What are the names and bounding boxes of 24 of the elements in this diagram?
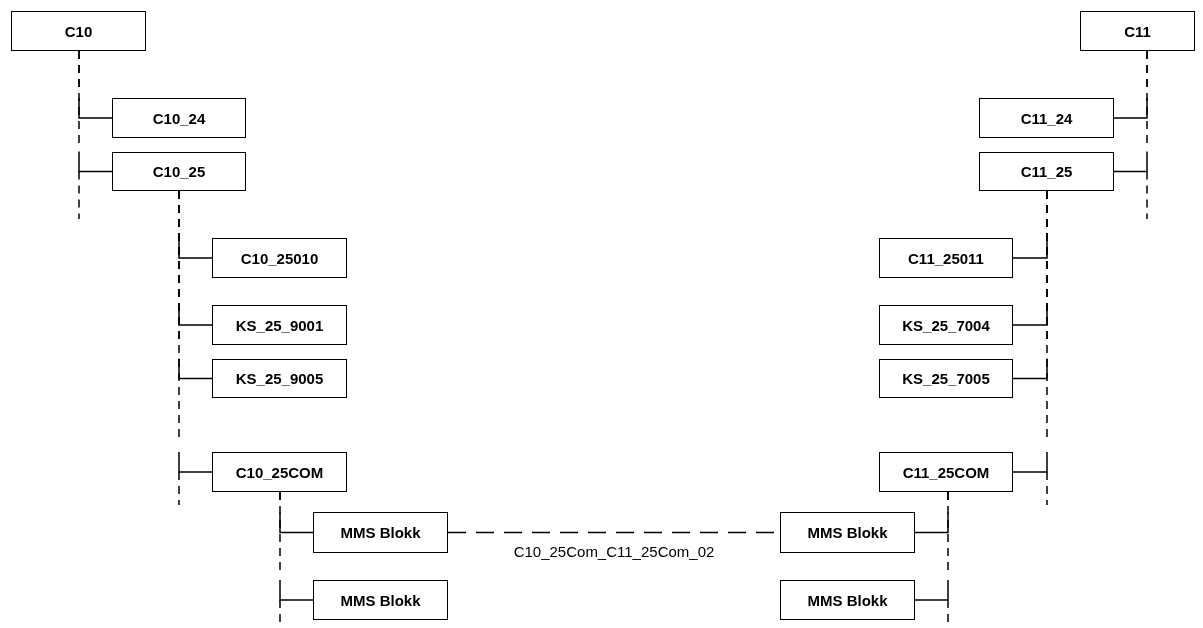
node-box: MMS Blokk (313, 512, 448, 553)
node-box: C11_24 (979, 98, 1114, 138)
connector (279, 491, 314, 601)
connector (914, 491, 949, 601)
connector (178, 190, 213, 473)
connector (1113, 50, 1148, 173)
node-box: C11_25COM (879, 452, 1013, 492)
node-box: C10_25010 (212, 238, 347, 278)
node-box: MMS Blokk (780, 580, 915, 620)
node-box: C10 (11, 11, 146, 51)
node-box: C11 (1080, 11, 1195, 51)
node-box: KS_25_7005 (879, 359, 1013, 398)
node-box: KS_25_9001 (212, 305, 347, 345)
node-box: KS_25_7004 (879, 305, 1013, 345)
node-box: C10_25COM (212, 452, 347, 492)
node-box: C10_24 (112, 98, 246, 138)
node-box: C10_25 (112, 152, 246, 191)
node-box: C11_25 (979, 152, 1114, 191)
node-box: C11_25011 (879, 238, 1013, 278)
node-box: MMS Blokk (780, 512, 915, 553)
connector (1012, 190, 1048, 473)
connector (78, 50, 113, 173)
node-box: MMS Blokk (313, 580, 448, 620)
node-box: KS_25_9005 (212, 359, 347, 398)
